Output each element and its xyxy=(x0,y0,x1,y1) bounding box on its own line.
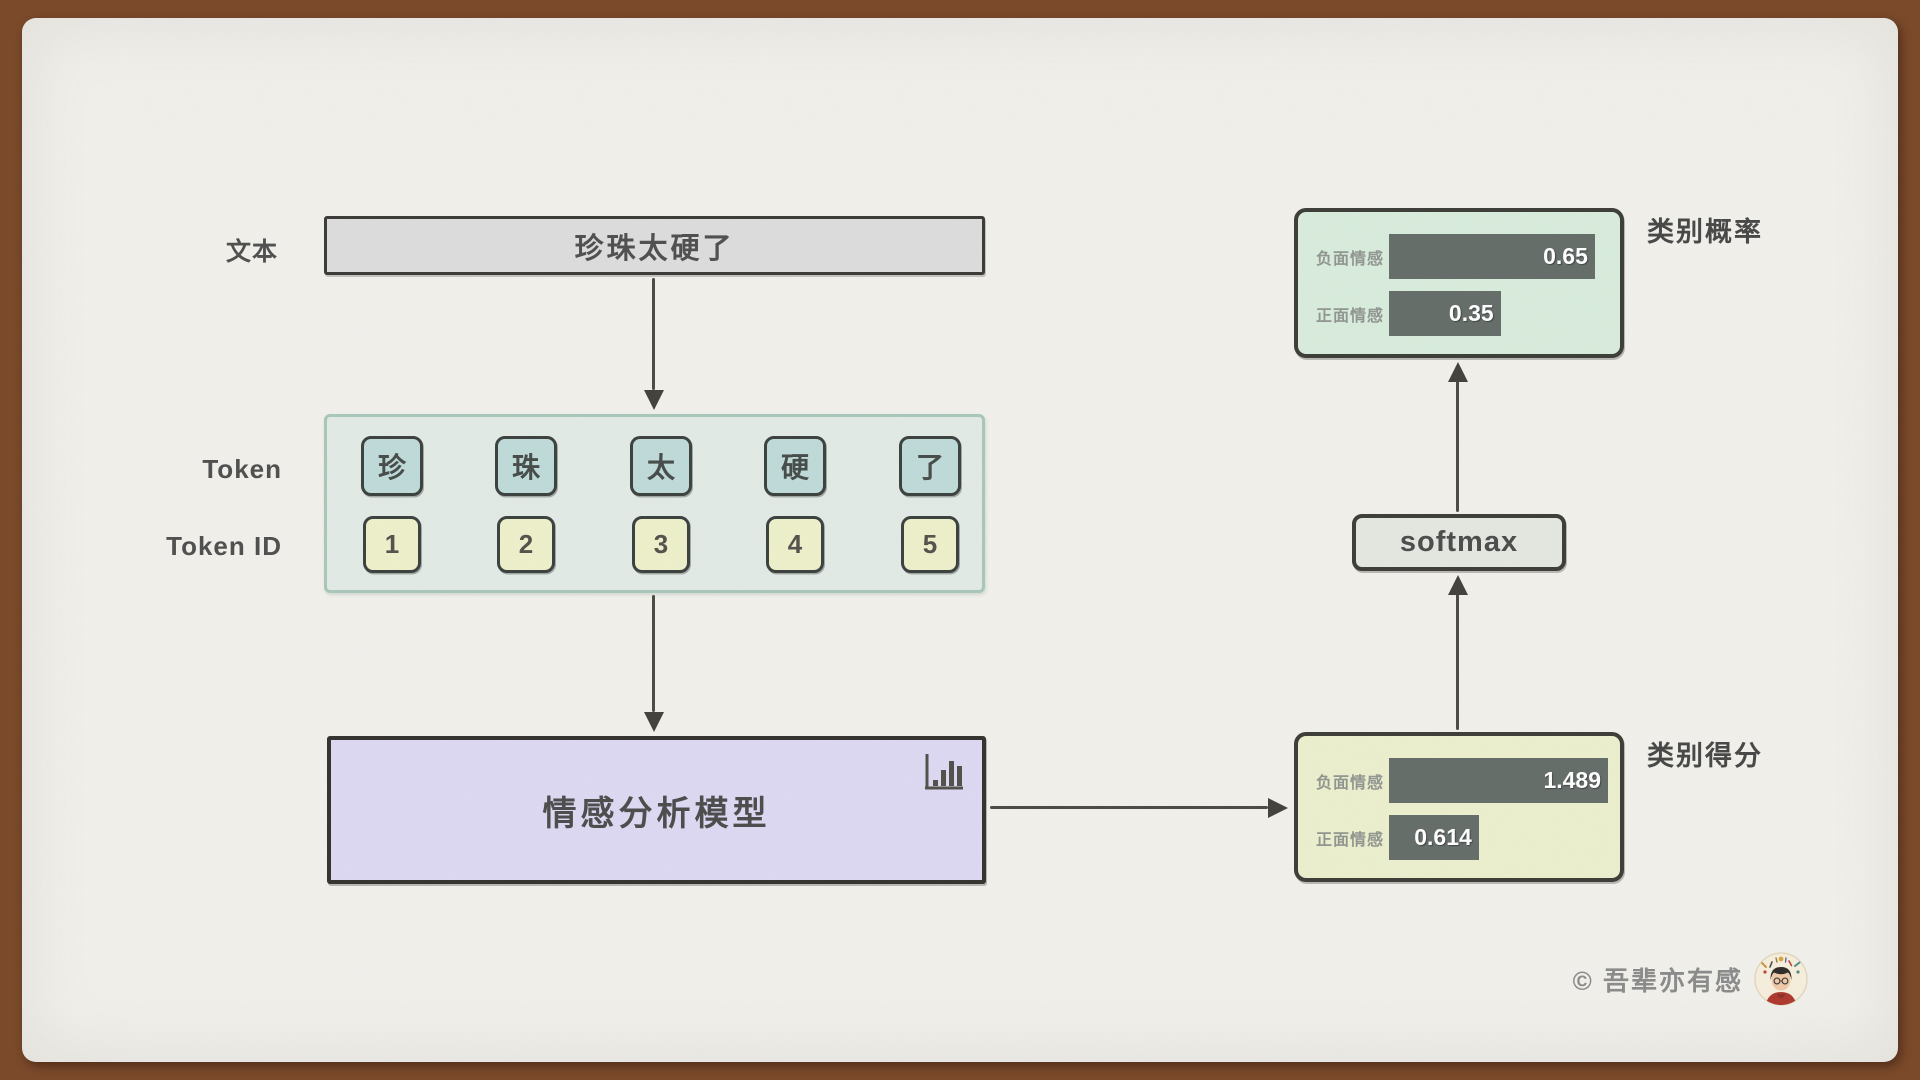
arrow-text-to-tokens-line xyxy=(652,278,655,390)
credit-text: © 吾辈亦有感 xyxy=(1572,965,1743,996)
token-chip: 了 xyxy=(899,436,961,496)
positive-label: 正面情感 xyxy=(1316,831,1385,849)
token-id-chip: 3 xyxy=(632,516,690,573)
model-label: 情感分析模型 xyxy=(542,794,771,833)
positive-prob-bar: 0.35 xyxy=(1389,291,1501,336)
arrow-model-to-scores-head xyxy=(1268,798,1288,818)
softmax-box: softmax xyxy=(1352,514,1566,571)
positive-score-value: 0.614 xyxy=(1414,824,1472,850)
paper-canvas: 文本 Token Token ID 珍珠太硬了 珍 珠 太 硬 了 1 2 3 … xyxy=(22,18,1898,1062)
token-id-chip: 1 xyxy=(363,516,421,573)
token-id-chip: 4 xyxy=(766,516,824,573)
token-char: 珍 xyxy=(377,452,406,483)
stage-label-token-id: Token ID xyxy=(166,531,282,561)
author-avatar xyxy=(1754,952,1808,1006)
token-id-value: 3 xyxy=(653,529,669,559)
arrow-model-to-scores-line xyxy=(990,806,1268,809)
negative-prob-track: 0.65 xyxy=(1389,234,1608,279)
token-char: 了 xyxy=(915,452,944,483)
negative-score-value: 1.489 xyxy=(1543,767,1601,793)
token-id-value: 2 xyxy=(518,529,534,559)
token-chip: 珍 xyxy=(361,436,423,496)
token-id-value: 1 xyxy=(384,529,400,559)
token-char: 硬 xyxy=(780,452,809,483)
positive-score-bar: 0.614 xyxy=(1389,815,1479,860)
token-panel: 珍 珠 太 硬 了 1 2 3 4 5 xyxy=(324,414,985,593)
input-text: 珍珠太硬了 xyxy=(574,232,735,265)
positive-prob-row: 正面情感 0.35 xyxy=(1298,291,1620,336)
softmax-label: softmax xyxy=(1399,526,1519,558)
token-id-chip: 2 xyxy=(497,516,555,573)
probability-panel: 负面情感 0.65 正面情感 0.35 xyxy=(1294,208,1624,358)
positive-prob-track: 0.35 xyxy=(1389,291,1608,336)
token-id-value: 5 xyxy=(922,529,938,559)
positive-label: 正面情感 xyxy=(1316,307,1385,325)
negative-label: 负面情感 xyxy=(1316,250,1385,268)
positive-score-row: 正面情感 0.614 xyxy=(1298,815,1620,860)
score-panel-title: 类别得分 xyxy=(1647,741,1763,771)
score-panel: 负面情感 1.489 正面情感 0.614 xyxy=(1294,732,1624,882)
stage-label-token: Token xyxy=(202,454,282,484)
arrow-text-to-tokens-head xyxy=(644,390,664,410)
input-text-box: 珍珠太硬了 xyxy=(324,216,985,275)
probability-panel-title: 类别概率 xyxy=(1647,217,1763,247)
negative-label: 负面情感 xyxy=(1316,774,1385,792)
token-id-chip: 5 xyxy=(901,516,959,573)
negative-prob-bar: 0.65 xyxy=(1389,234,1595,279)
arrow-tokens-to-model-line xyxy=(652,595,655,712)
positive-prob-value: 0.35 xyxy=(1448,300,1494,326)
sentiment-model-box: 情感分析模型 xyxy=(327,736,986,884)
arrow-softmax-to-probs-head xyxy=(1448,362,1468,382)
bar-chart-icon xyxy=(925,754,963,790)
token-chip: 珠 xyxy=(495,436,557,496)
stage-label-text: 文本 xyxy=(226,238,279,266)
credit: © 吾辈亦有感 xyxy=(1573,951,1809,1007)
arrow-softmax-to-probs-line xyxy=(1456,380,1459,512)
token-chip: 硬 xyxy=(764,436,826,496)
positive-score-track: 0.614 xyxy=(1389,815,1608,860)
arrow-scores-to-softmax-line xyxy=(1456,593,1459,730)
arrow-scores-to-softmax-head xyxy=(1448,575,1468,595)
negative-score-track: 1.489 xyxy=(1389,758,1608,803)
token-id-value: 4 xyxy=(787,529,803,559)
negative-prob-value: 0.65 xyxy=(1543,243,1588,269)
negative-prob-row: 负面情感 0.65 xyxy=(1298,234,1620,279)
arrow-tokens-to-model-head xyxy=(644,712,664,732)
token-chip: 太 xyxy=(630,436,692,496)
token-char: 太 xyxy=(646,452,675,483)
token-char: 珠 xyxy=(511,452,540,483)
negative-score-row: 负面情感 1.489 xyxy=(1298,758,1620,803)
negative-score-bar: 1.489 xyxy=(1389,758,1608,803)
